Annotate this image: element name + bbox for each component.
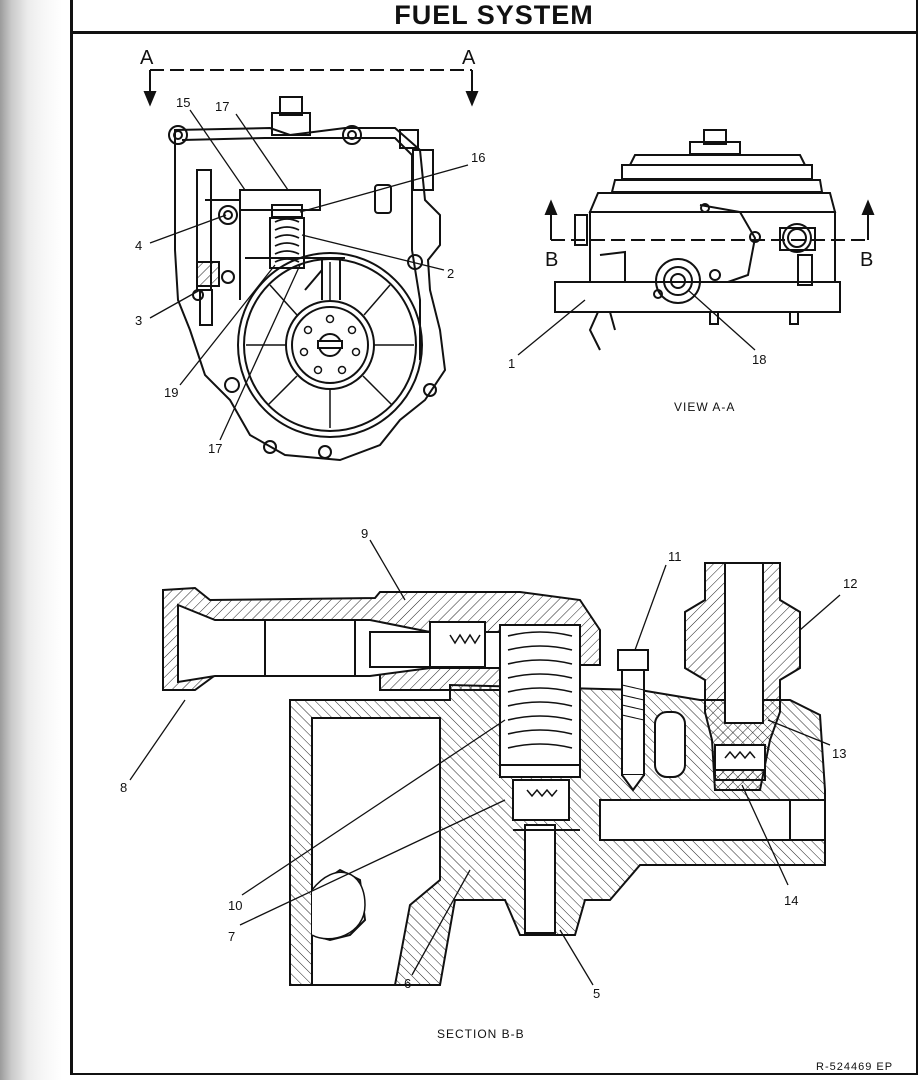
callout-4: 4 — [135, 238, 142, 253]
section-marker-b-left: B — [545, 249, 558, 271]
caption-section-b-b: SECTION B-B — [437, 1027, 525, 1041]
section-marker-b-right: B — [860, 249, 873, 271]
page-binding-shadow — [0, 0, 62, 1080]
section-marker-a-right: A — [462, 47, 476, 69]
callout-14: 14 — [784, 893, 798, 908]
section-b-b-drawing — [162, 562, 826, 986]
governor-housing — [174, 126, 447, 462]
section-line-a-a — [143, 69, 479, 107]
callout-17-bottom: 17 — [208, 441, 222, 456]
callout-5: 5 — [593, 986, 600, 1001]
governor-top-view — [143, 69, 479, 462]
spring-housing — [499, 624, 581, 776]
callout-18: 18 — [752, 352, 766, 367]
callout-6: 6 — [404, 976, 411, 991]
leaders-section-b-b — [129, 539, 841, 986]
title-bar: FUEL SYSTEM — [70, 0, 918, 34]
callout-10: 10 — [228, 898, 242, 913]
leaders-governor-view — [149, 109, 469, 441]
callout-9: 9 — [361, 526, 368, 541]
callout-3: 3 — [135, 313, 142, 328]
page-frame — [70, 0, 918, 1075]
callout-16: 16 — [471, 150, 485, 165]
callout-2: 2 — [447, 266, 454, 281]
callout-12: 12 — [843, 576, 857, 591]
section-marker-a-left: A — [140, 47, 154, 69]
callout-13: 13 — [832, 746, 846, 761]
callout-11: 11 — [668, 549, 682, 564]
callout-19: 19 — [164, 385, 178, 400]
callout-17-top: 17 — [215, 99, 229, 114]
leaders-view-a-a — [517, 289, 756, 356]
callout-1: 1 — [508, 356, 515, 371]
section-line-b-b — [544, 199, 875, 241]
caption-view-a-a: VIEW A-A — [674, 400, 735, 414]
callout-7: 7 — [228, 929, 235, 944]
page-title: FUEL SYSTEM — [394, 0, 594, 30]
callout-15: 15 — [176, 95, 190, 110]
callout-8: 8 — [120, 780, 127, 795]
drawing-reference-number: R-524469 EP — [816, 1061, 893, 1073]
view-a-a-drawing — [544, 129, 875, 351]
